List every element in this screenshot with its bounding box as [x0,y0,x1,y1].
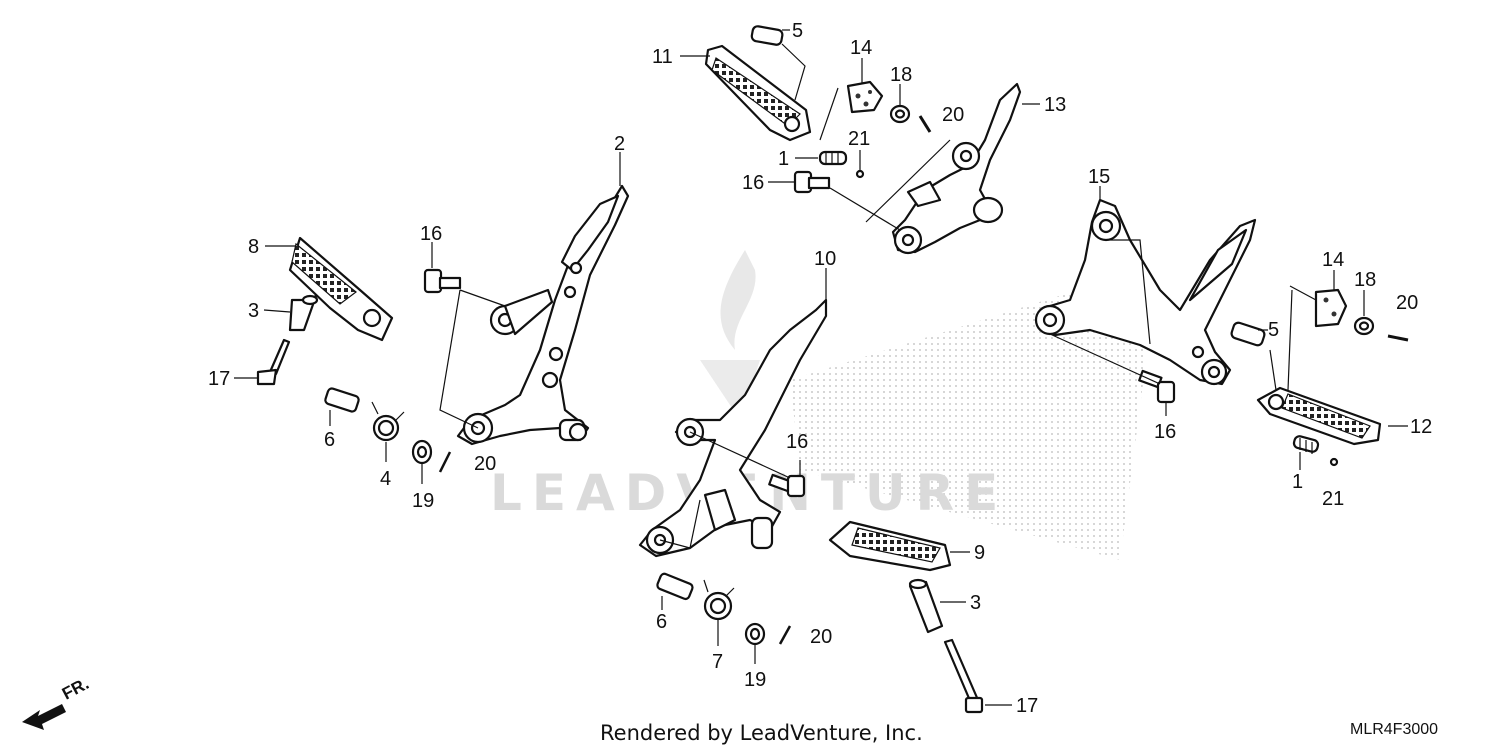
pin-5-top [750,25,784,46]
label-part-12: 12 [1410,416,1432,438]
pin-3-center [908,578,944,634]
label-part-6: 6 [324,429,335,451]
step-bracket-15 [1034,198,1257,386]
part-labels: 8 3 17 2 16 6 4 19 20 10 16 9 3 17 6 7 1… [208,20,1432,717]
label-part-19: 19 [744,669,766,691]
washer-18-right [1353,316,1375,336]
label-part-16: 16 [786,431,808,453]
front-direction-arrow: FR. [22,674,92,730]
label-part-8: 8 [248,236,259,258]
label-part-2: 2 [614,133,625,155]
pin-5-right [1230,321,1266,347]
bolt-16-center [768,473,806,498]
label-part-21: 21 [848,128,870,150]
label-part-14: 14 [850,37,872,59]
label-part-4: 4 [380,468,391,490]
label-part-17: 17 [208,368,230,390]
label-part-18: 18 [1354,269,1376,291]
front-direction-label: FR. [59,674,92,704]
label-part-5: 5 [792,20,803,42]
footpeg-12 [1256,386,1382,446]
label-part-21: 21 [1322,488,1344,510]
label-part-18: 18 [890,64,912,86]
label-part-7: 7 [712,651,723,673]
bolt-16-left [423,268,462,294]
spring-4 [371,401,405,442]
label-part-13: 13 [1044,94,1066,116]
ball-21-top [855,169,865,179]
bolt-16-right [1138,369,1176,404]
label-part-1: 1 [778,148,789,170]
label-part-17: 17 [1016,695,1038,717]
cotter-pin-20-center [778,625,792,645]
footpeg-11 [704,44,812,142]
label-part-6: 6 [656,611,667,633]
label-part-20: 20 [810,626,832,648]
spring-1-top [818,150,848,166]
pin-6-left [324,387,360,413]
cotter-pin-20-top [918,115,932,133]
cotter-pin-20-left [438,451,452,473]
label-part-19: 19 [412,490,434,512]
watermark-logo: LEADVENTURE [490,250,1150,560]
label-part-15: 15 [1088,166,1110,188]
step-bracket-13 [891,82,1022,255]
diagram-code: MLR4F3000 [1350,721,1438,738]
label-part-10: 10 [814,248,836,270]
cotter-pin-20-right [1387,334,1409,342]
washer-18-top [889,104,911,124]
label-part-20: 20 [942,104,964,126]
footer-credit: Rendered by LeadVenture, Inc. [600,721,923,745]
label-part-20: 20 [1396,292,1418,314]
label-part-3: 3 [248,300,259,322]
ball-21-right [1329,457,1339,467]
bolt-16-top [793,170,831,194]
label-part-11: 11 [652,46,673,68]
label-part-16: 16 [1154,421,1176,443]
plate-14-right [1314,288,1348,328]
leader-lines [234,29,1408,706]
step-bracket-2 [456,184,630,446]
label-part-16: 16 [420,223,442,245]
label-part-20: 20 [474,453,496,475]
bolt-17-left [256,338,291,386]
footpeg-9 [828,520,952,572]
plate-14-top [846,80,884,114]
footpeg-8 [288,236,394,342]
label-part-16: 16 [742,172,764,194]
washer-19-left [411,439,433,465]
washer-19-center [744,622,766,646]
spring-1-right [1292,435,1320,454]
label-part-5: 5 [1268,319,1279,341]
bolt-17-center [943,638,984,714]
pin-6-center [656,572,694,601]
pin-3-left [288,294,319,332]
spring-7 [703,579,735,621]
label-part-14: 14 [1322,249,1344,271]
label-part-3: 3 [970,592,981,614]
label-part-1: 1 [1292,471,1303,493]
label-part-9: 9 [974,542,985,564]
